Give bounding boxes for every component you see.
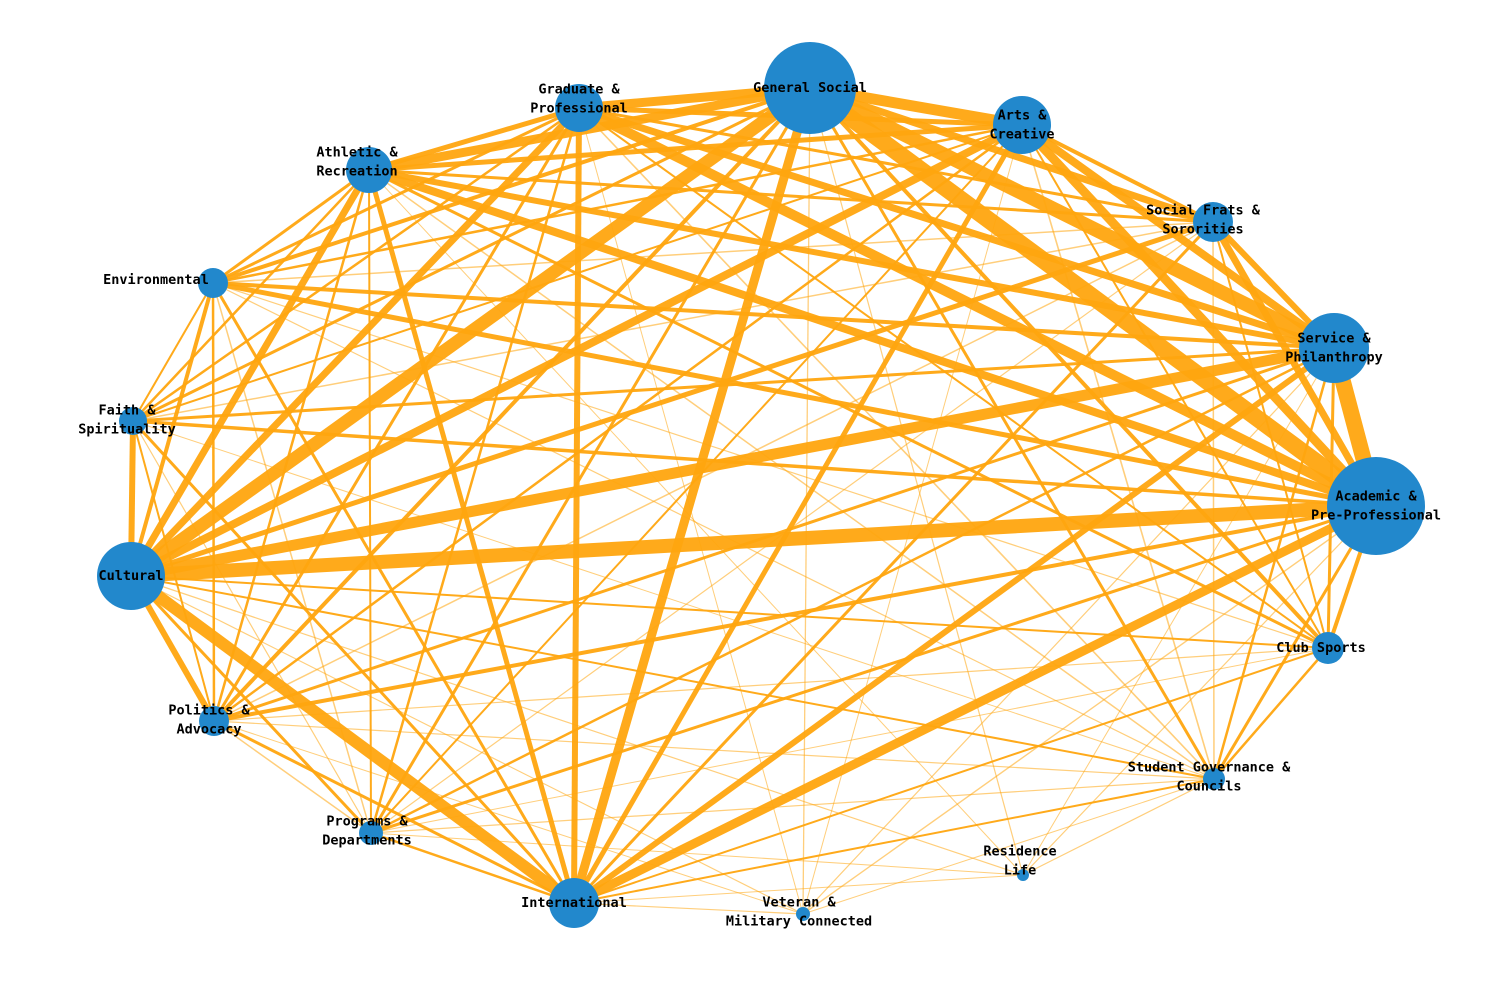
graph-edge — [129, 342, 1336, 582]
graph-edge — [213, 720, 1215, 780]
graph-edge — [213, 719, 575, 905]
graph-edge — [370, 647, 1329, 834]
graph-edge — [212, 86, 811, 285]
graph-edge — [213, 720, 372, 834]
graph-edge — [569, 86, 815, 905]
graph-edge — [368, 169, 372, 834]
graph-edge — [213, 504, 1377, 723]
graph-node-general_social[interactable] — [764, 42, 856, 134]
graph-edge — [212, 282, 372, 834]
graph-node-politics[interactable] — [199, 706, 229, 736]
graph-node-international[interactable] — [549, 878, 599, 928]
graph-edge — [802, 778, 1215, 915]
graph-edge — [132, 169, 370, 422]
graph-edge — [806, 81, 1338, 355]
graph-node-graduate[interactable] — [555, 84, 603, 132]
graph-edge — [213, 720, 804, 915]
graph-edge — [132, 420, 372, 834]
graph-edge — [130, 499, 1377, 583]
graph-node-residence[interactable] — [1017, 869, 1029, 881]
graph-node-club_sports[interactable] — [1312, 632, 1344, 664]
graph-node-environmental[interactable] — [198, 268, 228, 298]
graph-edge — [1019, 121, 1337, 352]
graph-node-programs[interactable] — [359, 821, 383, 845]
graph-node-arts[interactable] — [993, 96, 1051, 154]
graph-edge — [577, 104, 1336, 352]
graph-edge — [127, 82, 814, 582]
graph-edge — [808, 86, 1330, 650]
graph-edge — [212, 106, 580, 285]
graph-edge — [129, 121, 1024, 580]
graph-edge — [1021, 124, 1215, 780]
graph-edge — [368, 168, 1329, 650]
graph-edge — [1212, 347, 1336, 780]
graph-edge — [212, 107, 581, 722]
graph-edge — [809, 87, 1024, 876]
graph-node-service[interactable] — [1299, 313, 1369, 383]
graph-edge — [1213, 647, 1329, 780]
graph-edge — [1021, 123, 1214, 224]
graph-edge — [369, 87, 812, 834]
graph-edge — [127, 571, 578, 908]
graph-node-veteran[interactable] — [796, 907, 810, 921]
graph-edge — [211, 282, 576, 904]
graph-edge — [1212, 505, 1378, 780]
graph-edge — [132, 419, 1377, 508]
graph-node-cultural[interactable] — [97, 542, 165, 610]
graph-node-faith[interactable] — [119, 407, 147, 435]
graph-edge — [212, 169, 371, 722]
graph-edge — [132, 282, 214, 422]
graph-edge — [573, 902, 804, 915]
graph-edge — [212, 282, 1215, 780]
graph-edge — [212, 168, 370, 285]
graph-edge — [370, 831, 575, 905]
graph-edge — [213, 647, 1329, 722]
graph-edge — [571, 123, 1025, 905]
graph-edge — [368, 169, 1215, 780]
nodes-layer — [97, 42, 1425, 928]
graph-edge — [802, 124, 1023, 915]
graph-edge — [130, 575, 1215, 780]
graph-edge — [802, 505, 1377, 915]
graph-edge — [573, 874, 1024, 904]
graph-edge — [130, 575, 1329, 649]
graph-edge — [804, 81, 1382, 513]
graph-edge — [1022, 778, 1215, 876]
graph-node-social_frats[interactable] — [1193, 202, 1233, 242]
graph-edge — [130, 219, 1214, 579]
graph-edge — [1212, 221, 1215, 780]
graph-edge — [127, 168, 373, 578]
graph-edge — [572, 501, 1378, 908]
graph-edge — [212, 86, 812, 723]
graph-edge — [213, 221, 1214, 722]
graph-edge — [367, 166, 1378, 510]
graph-edge — [129, 282, 215, 577]
graph-edge — [573, 647, 1329, 904]
graph-edge — [130, 575, 804, 915]
graph-edge — [212, 280, 1377, 509]
graph-edge — [576, 103, 1379, 511]
graph-edge — [572, 345, 1336, 906]
graph-edge — [129, 574, 373, 835]
graph-node-athletic[interactable] — [346, 147, 392, 193]
graph-edge — [213, 123, 1023, 723]
graph-edge — [1018, 121, 1380, 510]
graph-edge — [1209, 220, 1380, 508]
graph-edge — [808, 84, 1215, 226]
graph-edge — [128, 105, 582, 579]
graph-edge — [368, 167, 1335, 351]
edges-layer — [127, 81, 1384, 915]
graph-edge — [211, 282, 216, 722]
graph-edge — [370, 778, 1215, 834]
graph-edge — [573, 778, 1215, 904]
graph-node-student_gov[interactable] — [1203, 768, 1225, 790]
graph-node-academic[interactable] — [1327, 457, 1425, 555]
